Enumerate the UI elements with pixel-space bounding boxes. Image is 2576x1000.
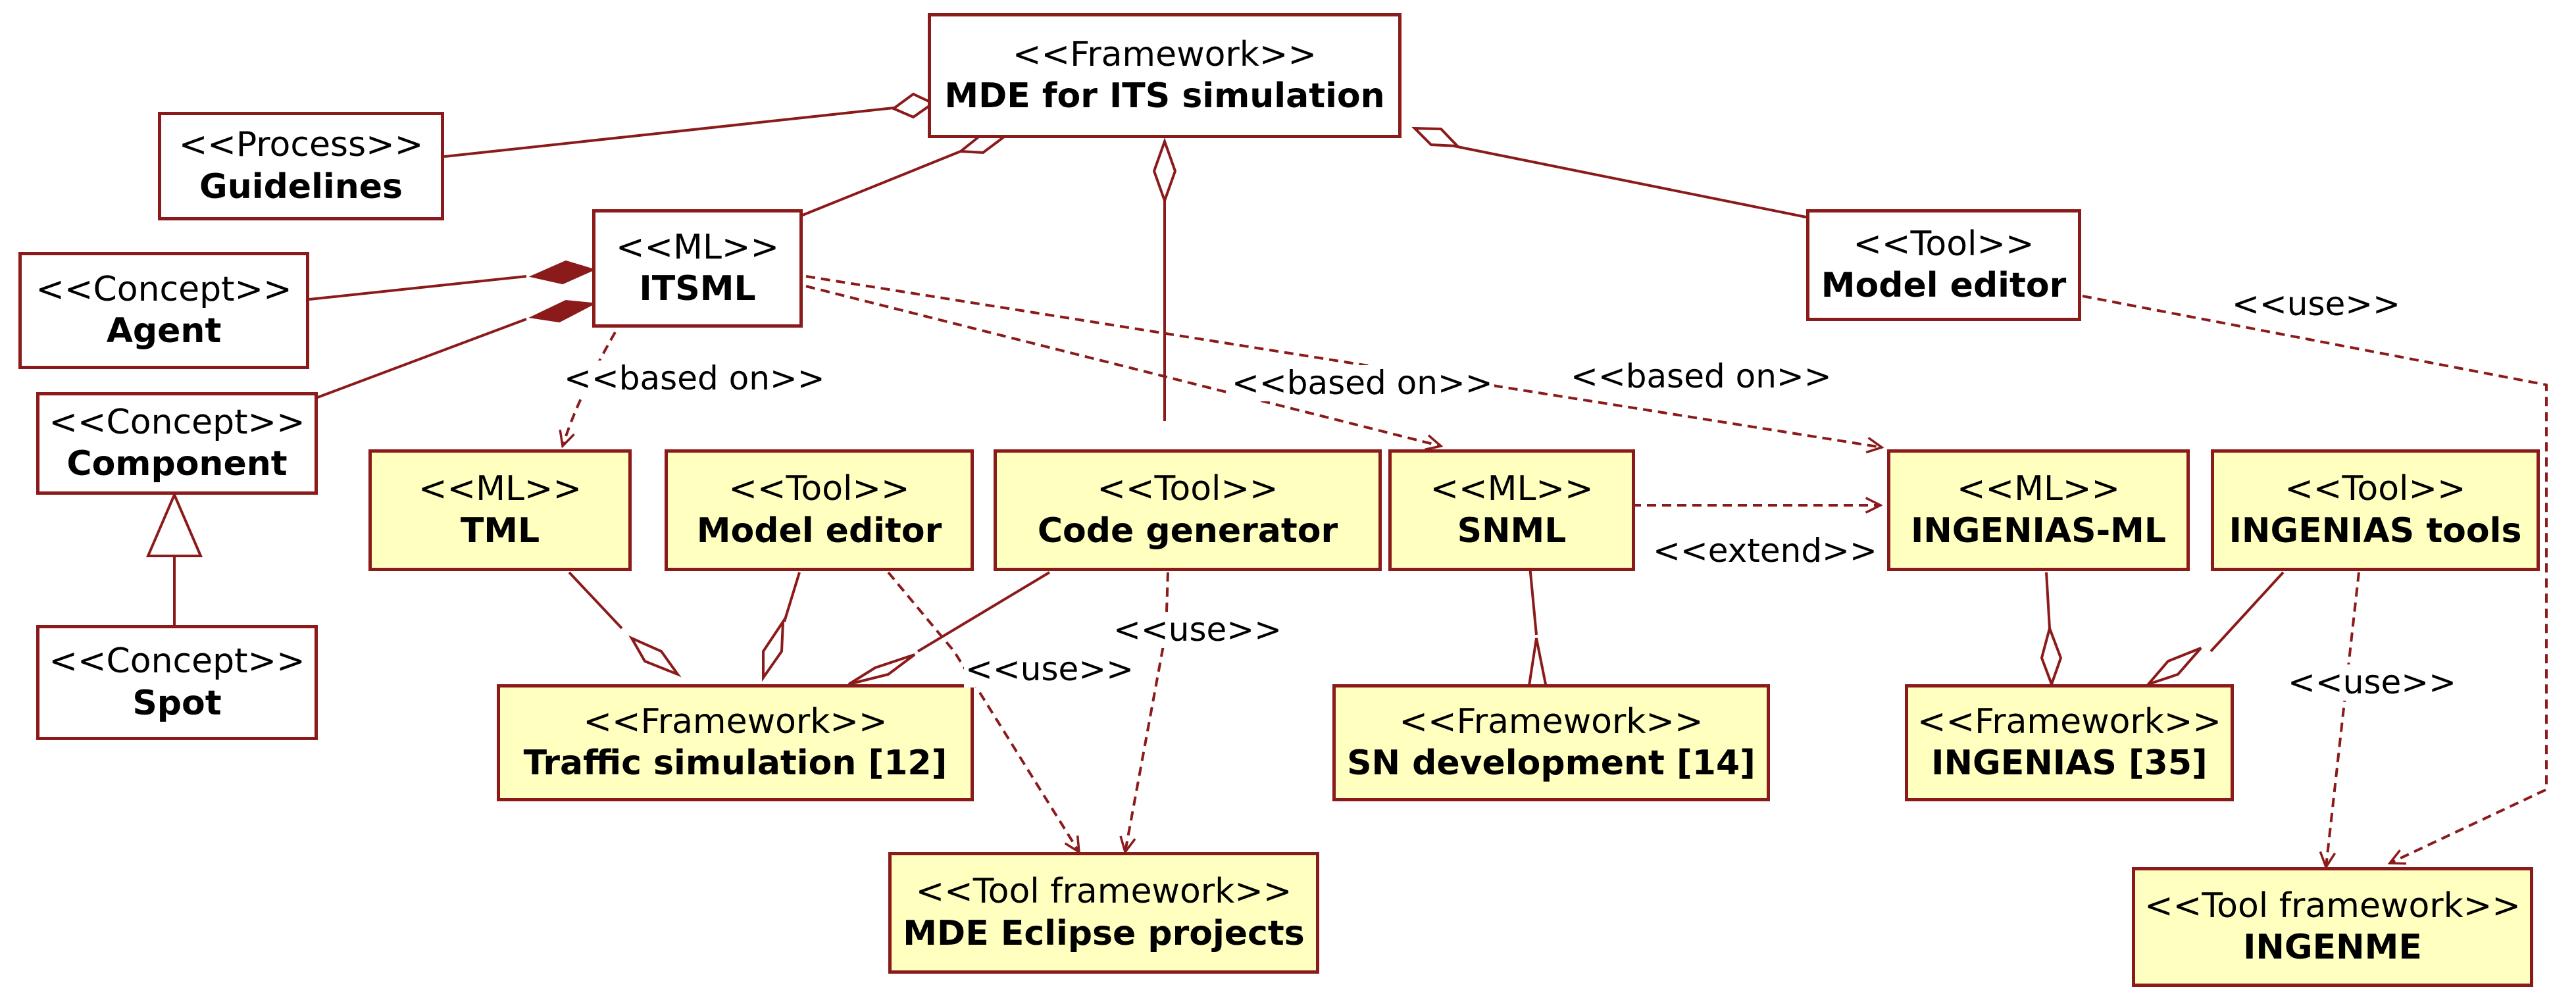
stereotype: <<Tool framework>> (915, 872, 1292, 912)
diamond-ingenias-tools (2144, 647, 2202, 688)
dep-modeleditor-ingenme (2082, 295, 2548, 863)
node-model-editor-top: <<Tool>> Model editor (1806, 209, 2081, 321)
stereotype: <<Framework>> (1012, 34, 1317, 74)
node-ingenme: <<Tool framework>> INGENME (2132, 867, 2533, 987)
edge-modeleditor-mde (1453, 145, 1807, 218)
node-name: INGENIAS [35] (1931, 743, 2208, 783)
diamond-mde-guidelines (891, 92, 936, 119)
node-name: MDE for ITS simulation (944, 76, 1385, 116)
node-name: Model editor (696, 511, 942, 551)
dep-ingeniastools-ingenme (2326, 572, 2360, 867)
dep-itsml-snml (805, 285, 1441, 446)
dep-modeleditor-eclipse (887, 571, 1079, 852)
stereotype: <<ML>> (418, 469, 582, 509)
edge-tml-traffic (568, 571, 623, 630)
label-extend: <<extend>> (1652, 532, 1879, 570)
stereotype: <<Tool>> (728, 469, 910, 509)
node-traffic-simulation: <<Framework>> Traffic simulation [12] (497, 684, 974, 801)
node-model-editor: <<Tool>> Model editor (665, 449, 974, 571)
node-guidelines: <<Process>> Guidelines (158, 112, 444, 220)
node-ingenias: <<Framework>> INGENIAS [35] (1905, 684, 2234, 801)
stereotype: <<Concept>> (49, 641, 305, 682)
label-based-on-snml: <<based on>> (1230, 364, 1494, 402)
stereotype: <<Framework>> (1917, 701, 2222, 741)
stereotype: <<Concept>> (49, 402, 305, 442)
node-ingenias-tools: <<Tool>> INGENIAS tools (2211, 449, 2540, 571)
diamond-ingenias-ingeniasml (2040, 624, 2063, 688)
stereotype: <<Framework>> (583, 701, 888, 741)
node-ingenias-ml: <<ML>> INGENIAS-ML (1887, 449, 2190, 571)
edge-guidelines-mde (443, 104, 919, 158)
node-name: Model editor (1821, 266, 2067, 305)
stereotype: <<Tool>> (1097, 469, 1278, 509)
node-spot: <<Concept>> Spot (36, 625, 318, 740)
stereotype: <<Concept>> (36, 269, 292, 309)
label-use-code-generator: <<use>> (1112, 611, 1284, 649)
stereotype: <<Framework>> (1399, 701, 1704, 741)
diamond-traffic-tml (628, 635, 682, 678)
edge-modeleditor-traffic (783, 572, 801, 622)
node-snml: <<ML>> SNML (1388, 449, 1635, 571)
node-component: <<Concept>> Component (36, 392, 318, 495)
node-name: INGENME (2243, 928, 2422, 967)
dep-codegen-eclipse (1125, 572, 1169, 852)
node-name: Spot (132, 683, 222, 723)
stereotype: <<Tool>> (2285, 469, 2466, 509)
triangle-component-spot (145, 491, 203, 557)
diamond-traffic-codegen (847, 653, 916, 686)
diamond-mde-codegen (1152, 138, 1177, 205)
edge-ingeniastools-ingenias (2210, 571, 2285, 653)
node-name: SN development [14] (1347, 743, 1755, 783)
stereotype: <<Tool framework>> (2144, 886, 2521, 926)
node-name: Agent (106, 311, 222, 351)
node-name: INGENIAS-ML (1910, 511, 2167, 551)
node-name: MDE Eclipse projects (903, 913, 1305, 953)
node-name: Code generator (1037, 511, 1338, 551)
edge-snml-sndev (1528, 565, 1538, 636)
diamond-traffic-modeleditor (762, 616, 785, 682)
node-name: SNML (1457, 511, 1567, 551)
diamond-itsml-component (528, 299, 597, 323)
label-based-on-ingenias: <<based on>> (1569, 357, 1833, 395)
node-name: INGENIAS tools (2229, 511, 2522, 551)
node-sn-development: <<Framework>> SN development [14] (1332, 684, 1770, 801)
label-use-ingenias-tools: <<use>> (2286, 663, 2458, 701)
label-based-on-tml: <<based on>> (563, 359, 826, 397)
label-use-model-editor: <<use>> (964, 650, 1136, 688)
edge-codegen-traffic (917, 571, 1051, 653)
stereotype: <<ML>> (1430, 469, 1594, 509)
edge-itsml-mde (789, 150, 961, 222)
diamond-mde-modeleditor (1411, 126, 1461, 148)
node-tml: <<ML>> TML (368, 449, 632, 571)
diamond-itsml-agent (528, 260, 596, 285)
node-code-generator: <<Tool>> Code generator (994, 449, 1382, 571)
stereotype: <<ML>> (1956, 469, 2121, 509)
node-itsml: <<ML>> ITSML (592, 209, 803, 328)
node-mde-for-its-simulation: <<Framework>> MDE for ITS simulation (928, 13, 1402, 138)
node-name: Guidelines (199, 166, 403, 207)
node-name: Traffic simulation [12] (523, 743, 947, 783)
label-use-top: <<use>> (2231, 285, 2402, 323)
node-mde-eclipse-projects: <<Tool framework>> MDE Eclipse projects (888, 852, 1319, 974)
node-name: TML (460, 511, 540, 551)
stereotype: <<Process>> (178, 125, 424, 165)
stereotype: <<Tool>> (1853, 224, 2034, 264)
edge-agent-itsml (309, 275, 527, 301)
node-name: ITSML (639, 269, 756, 309)
edge-ingeniasml-ingenias (2045, 572, 2051, 629)
edge-component-itsml (315, 318, 527, 399)
stereotype: <<ML>> (615, 227, 780, 267)
node-agent: <<Concept>> Agent (18, 252, 309, 369)
node-name: Component (66, 444, 288, 484)
